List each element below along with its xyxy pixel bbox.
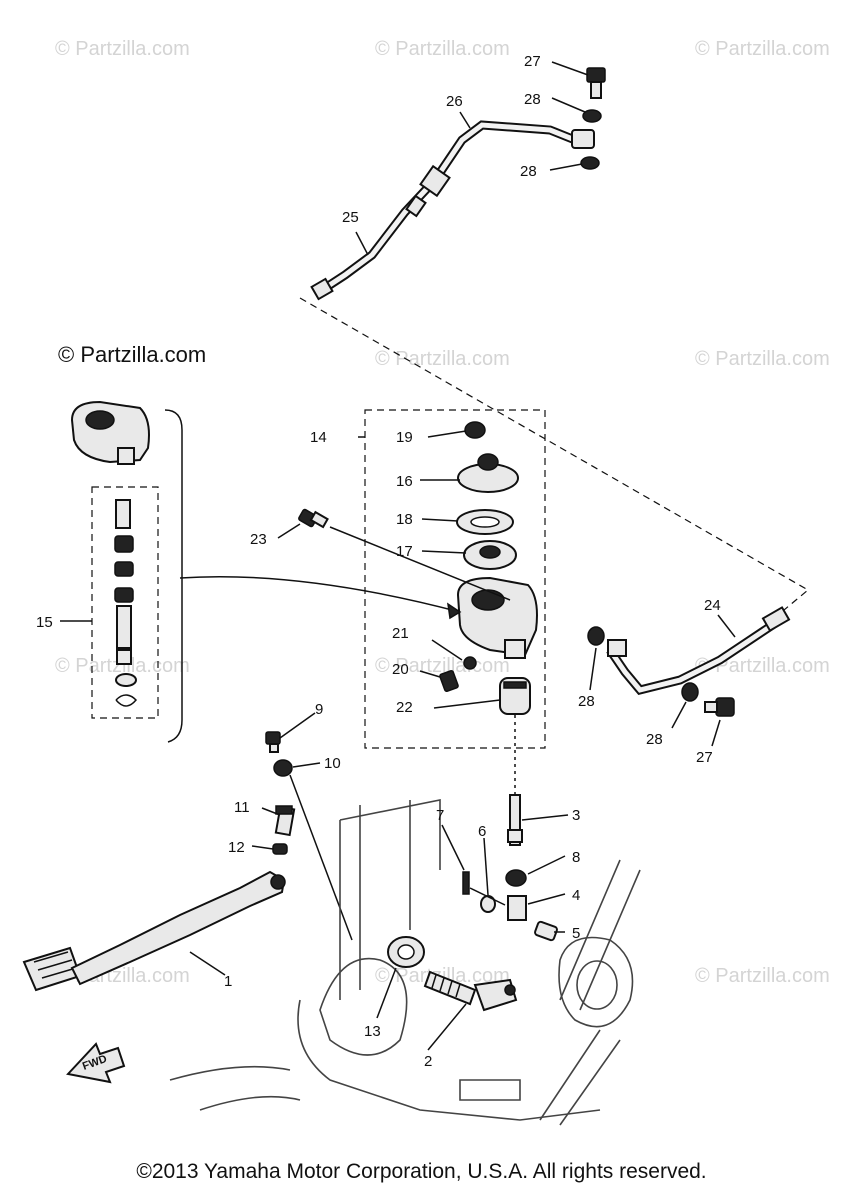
callout-17: 17 [396,543,413,560]
callout-7: 7 [436,807,444,824]
callout-24: 24 [704,597,721,614]
nut-leader [289,774,353,941]
spring-12 [272,843,288,855]
clevis-4 [507,895,527,921]
callout-labels: 27 28 26 28 25 14 19 16 18 23 17 15 24 2… [36,53,721,1070]
inset-pointer-arrowhead [447,602,462,620]
callout-20: 20 [392,661,409,678]
partzilla-label: © Partzilla.com [58,342,207,367]
callout-28-mid: 28 [578,693,595,710]
nut-21 [463,656,477,670]
bolt-20 [439,669,459,693]
callout-1: 1 [224,973,232,990]
bolt-9 [265,731,281,753]
brake-pedal-1 [22,870,286,992]
callout-13: 13 [364,1023,381,1040]
callout-6: 6 [478,823,486,840]
callout-28-lower-top: 28 [520,163,537,180]
callout-23: 23 [250,531,267,548]
union-bolt-27-right [704,697,735,717]
master-cylinder-box [364,409,546,749]
callout-3: 3 [572,807,580,824]
callout-11: 11 [234,799,250,816]
brake-hose-upper [310,120,595,301]
callout-21: 21 [392,625,409,642]
callout-10: 10 [324,755,341,772]
washer-28-mid [587,626,605,646]
reservoir-cap-16 [457,453,519,493]
fwd-arrow: FWD [66,1042,126,1084]
bolt-11 [274,805,296,837]
pin-5 [534,920,558,942]
callout-26: 26 [446,93,463,110]
callout-8: 8 [572,849,580,866]
boot-22 [499,677,531,715]
callout-19: 19 [396,429,413,446]
bolt-23-leader [329,526,511,601]
callout-12: 12 [228,839,245,856]
nut-10 [273,759,293,777]
cotter-pin-7 [462,871,470,895]
float-plate-17 [463,540,517,570]
callout-2: 2 [424,1053,432,1070]
washer-28-lower-top [580,156,600,170]
callout-28-top: 28 [524,91,541,108]
hose-connection-line [299,297,810,631]
callout-22: 22 [396,699,413,716]
return-spring-13 [387,936,425,968]
master-cylinder-kit-inset [70,400,183,743]
callout-16: 16 [396,473,413,490]
callout-27-top: 27 [524,53,541,70]
callout-18: 18 [396,511,413,528]
washer-28-top [582,109,602,123]
nut-8 [505,869,527,887]
inset-pointer-arrow [179,575,461,613]
master-cylinder-body [456,576,538,659]
leader-lines [189,61,736,1051]
diaphragm-18 [456,509,514,535]
bolt-23 [298,508,329,529]
brake-hose-right [606,606,791,696]
callout-5: 5 [572,925,580,942]
callout-15: 15 [36,614,53,631]
union-bolt-27-top [586,67,606,99]
push-rod-3 [507,715,523,846]
callout-4: 4 [572,887,580,904]
callout-27-right: 27 [696,749,713,766]
callout-25: 25 [342,209,359,226]
washer-28-right [681,682,699,702]
callout-14: 14 [310,429,327,446]
pivot-shaft-2 [423,970,518,1012]
callout-9: 9 [315,701,323,718]
frame-outline [169,799,641,1126]
callout-28-right: 28 [646,731,663,748]
cap-19 [464,421,486,439]
copyright-notice: ©2013 Yamaha Motor Corporation, U.S.A. A… [136,1160,707,1183]
pin-leader [469,887,506,906]
